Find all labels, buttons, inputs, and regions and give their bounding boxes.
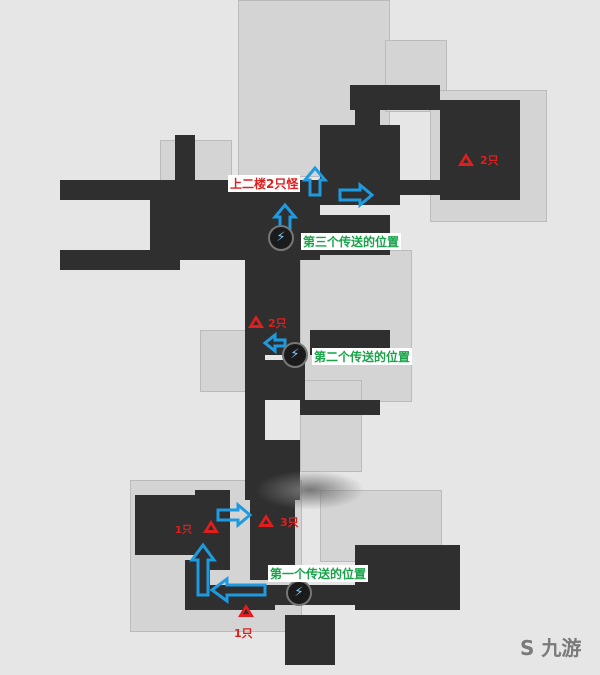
enemy-marker-icon [248, 315, 264, 328]
room [440, 100, 520, 200]
enemy-count: 2只 [480, 154, 499, 167]
arrow-left-icon [262, 331, 287, 355]
arrow-right-icon [338, 181, 375, 209]
teleport1-label: 第一个传送的位置 [268, 565, 369, 582]
watermark-text: 九游 [541, 636, 582, 660]
teleport-icon[interactable]: ⚡ [286, 580, 312, 606]
enemy-marker-icon [203, 520, 219, 533]
room [285, 615, 335, 665]
enemy-marker-icon [238, 604, 254, 617]
teleport2-label: 第二个传送的位置 [312, 348, 413, 365]
enemy-marker-icon [258, 514, 274, 527]
enemy-marker-icon [458, 153, 474, 166]
teleport3-label: 第三个传送的位置 [301, 233, 402, 250]
enemy-count: 1只 [234, 627, 253, 640]
upstairs-label: 上二楼2只怪 [228, 175, 301, 192]
enemy-count: 2只 [268, 317, 287, 330]
corridor [355, 85, 380, 145]
arrow-right-icon [216, 501, 253, 529]
room [135, 495, 200, 555]
arrow-left-icon [209, 576, 267, 604]
watermark-logo-icon: S [520, 636, 535, 660]
arrow-up-icon [189, 542, 217, 597]
hall [150, 180, 320, 260]
watermark: S 九游 [520, 632, 581, 661]
room [355, 545, 460, 610]
corridor [400, 180, 445, 195]
arrow-up-icon [301, 165, 329, 197]
corridor [300, 400, 380, 415]
teleport-icon[interactable]: ⚡ [282, 342, 308, 368]
building [300, 380, 362, 472]
enemy-count: 1只 [175, 525, 192, 536]
building [200, 330, 252, 392]
building [300, 250, 412, 402]
corridor [175, 135, 195, 185]
teleport-icon[interactable]: ⚡ [268, 225, 294, 251]
corridor [245, 350, 265, 500]
blurred-area [255, 470, 365, 510]
enemy-count: 3只 [280, 516, 299, 529]
